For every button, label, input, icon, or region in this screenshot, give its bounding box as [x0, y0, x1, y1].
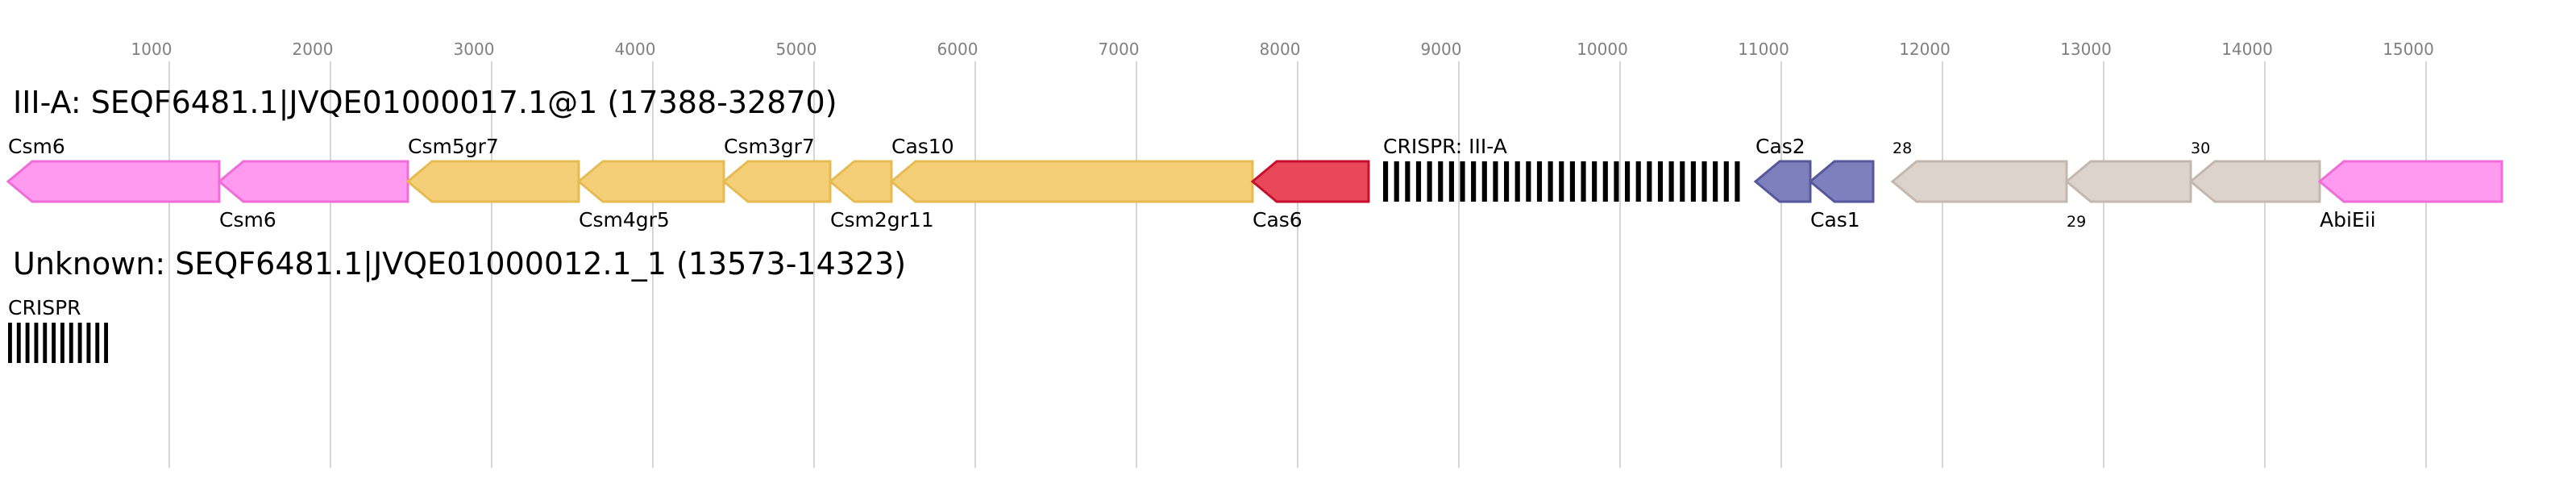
tick-label: 15000: [2383, 40, 2434, 59]
gene-arrow: [1250, 160, 1370, 203]
gene-arrow: [2188, 160, 2321, 203]
tick-label: 2000: [293, 40, 334, 59]
crispr-repeat: [104, 323, 109, 363]
gene-label: 28: [1893, 140, 1912, 157]
gene-label: Csm3gr7: [724, 135, 815, 158]
gene-arrow: [889, 160, 1254, 203]
tick-label: 4000: [615, 40, 656, 59]
tick-label: 7000: [1099, 40, 1140, 59]
gene-label: AbiEii: [2320, 208, 2376, 232]
track: III-A: SEQF6481.1|JVQE01000017.1@1 (1738…: [6, 85, 2503, 232]
crispr-repeat: [1602, 161, 1608, 202]
crispr-repeat: [1625, 161, 1631, 202]
crispr-repeat: [1460, 161, 1465, 202]
crispr-repeat: [52, 323, 56, 363]
crispr-repeat: [1690, 161, 1696, 202]
gene-label: Cas6: [1253, 208, 1303, 232]
gene-arrow: [217, 160, 409, 203]
tick-label: 8000: [1260, 40, 1301, 59]
gene-label: Cas1: [1810, 208, 1860, 232]
gene-label: Cas10: [891, 135, 954, 158]
tick-label: 6000: [937, 40, 978, 59]
axis-grid: 1000 2000 3000 4000 5000 6000 7000 8000 9000 1000…: [131, 40, 2434, 468]
track-title: III-A: SEQF6481.1|JVQE01000017.1@1 (1738…: [13, 85, 837, 121]
crispr-repeat: [1614, 161, 1619, 202]
gene-arrow: [1890, 160, 2068, 203]
gene-arrow: [721, 160, 832, 203]
gene-arrow: [1808, 160, 1875, 203]
tick-label: 9000: [1421, 40, 1462, 59]
crispr-repeat: [25, 323, 30, 363]
gene-label: Csm6: [219, 208, 276, 232]
tick-label: 11000: [1738, 40, 1789, 59]
crispr-repeat: [1471, 161, 1477, 202]
tick-label: 10000: [1577, 40, 1628, 59]
crispr-repeat: [1438, 161, 1444, 202]
gene-arrow: [1753, 160, 1812, 203]
crispr-repeat: [1647, 161, 1652, 202]
crispr-repeat: [1514, 161, 1520, 202]
tick-label: 3000: [454, 40, 495, 59]
crispr-repeat: [1448, 161, 1454, 202]
gene-label: Csm4gr5: [579, 208, 670, 232]
crispr-repeat: [1504, 161, 1510, 202]
crispr-repeat: [1668, 161, 1674, 202]
crispr-repeat: [1723, 161, 1729, 202]
gene-arrow: [6, 160, 221, 203]
crispr-repeat: [1569, 161, 1575, 202]
gene-label: Csm6: [8, 135, 65, 158]
gene-label: Csm2gr11: [830, 208, 934, 232]
crispr-repeat: [86, 323, 91, 363]
crispr-repeat: [69, 323, 73, 363]
tick-label: 13000: [2060, 40, 2112, 59]
crispr-repeat: [1493, 161, 1498, 202]
crispr-repeat: [1635, 161, 1641, 202]
crispr-repeat: [95, 323, 100, 363]
gene-arrow: [2064, 160, 2192, 203]
crispr-repeat: [1427, 161, 1432, 202]
gene-arrow: [828, 160, 893, 203]
crispr-repeat: [1526, 161, 1531, 202]
crispr-repeat: [1701, 161, 1707, 202]
gene-arrow: [576, 160, 725, 203]
track: Unknown: SEQF6481.1|JVQE01000012.1_1 (13…: [8, 246, 906, 363]
crispr-repeat: [1713, 161, 1718, 202]
crispr-label: CRISPR: III-A: [1383, 135, 1507, 158]
gene-label: 30: [2191, 140, 2210, 157]
crispr-repeat: [60, 323, 64, 363]
crispr-repeat: [43, 323, 48, 363]
crispr-repeat: [16, 323, 21, 363]
crispr-label: CRISPR: [8, 296, 81, 319]
tick-label: 12000: [1899, 40, 1951, 59]
gene-label: 29: [2067, 213, 2086, 231]
crispr-repeat: [1592, 161, 1598, 202]
crispr-repeat: [1415, 161, 1422, 202]
crispr-repeat: [1548, 161, 1553, 202]
tick-label: 5000: [776, 40, 817, 59]
gene-label: Csm5gr7: [408, 135, 499, 158]
crispr-repeat: [1581, 161, 1586, 202]
gene-arrow: [405, 160, 580, 203]
crispr-repeat: [1383, 161, 1389, 202]
gene-arrow: [2317, 160, 2503, 203]
gene-label: Cas2: [1755, 135, 1805, 158]
crispr-repeat: [1405, 161, 1411, 202]
crispr-repeat: [1536, 161, 1543, 202]
tracks: III-A: SEQF6481.1|JVQE01000017.1@1 (1738…: [6, 85, 2503, 363]
tick-label: 14000: [2221, 40, 2273, 59]
crispr-repeat: [1394, 161, 1399, 202]
crispr-repeat: [8, 323, 12, 363]
crispr-repeat: [1657, 161, 1664, 202]
tick-label: 1000: [131, 40, 172, 59]
crispr-repeat: [77, 323, 82, 363]
crispr-repeat: [1680, 161, 1685, 202]
crispr-repeat: [1481, 161, 1487, 202]
crispr-repeat: [1735, 161, 1740, 202]
crispr-repeat: [1559, 161, 1564, 202]
crispr-repeat: [34, 323, 39, 363]
track-title: Unknown: SEQF6481.1|JVQE01000012.1_1 (13…: [13, 246, 906, 282]
